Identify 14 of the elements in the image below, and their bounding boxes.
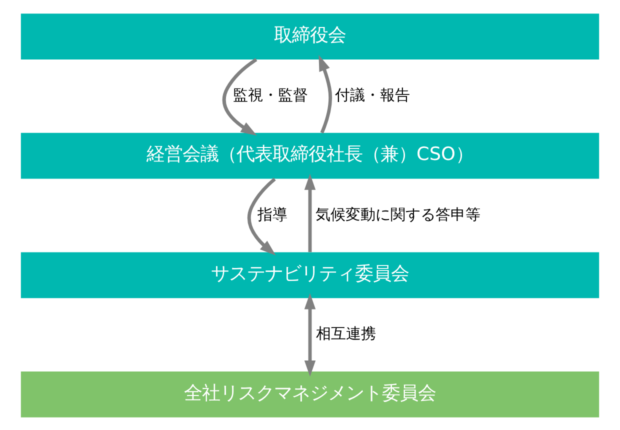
arrow [318,54,332,133]
node-box: 経営会議（代表取締役社長（兼）CSO） [20,132,600,178]
arrow [247,177,276,255]
edge-label: 付議・報告 [334,86,410,104]
edge-label: 相互連携 [316,324,376,342]
arrow [304,292,316,376]
edge-label: 指導 [258,204,288,223]
edge-label: 気候変動に関する答申等 [316,204,481,223]
node-box: サステナビリティ委員会 [20,252,600,298]
arrow [222,58,258,136]
node-box: 全社リスクマネジメント委員会 [20,371,600,417]
arrow [304,173,316,252]
node-box: 取締役会 [20,13,600,59]
edge-label: 監視・監督 [232,86,308,104]
